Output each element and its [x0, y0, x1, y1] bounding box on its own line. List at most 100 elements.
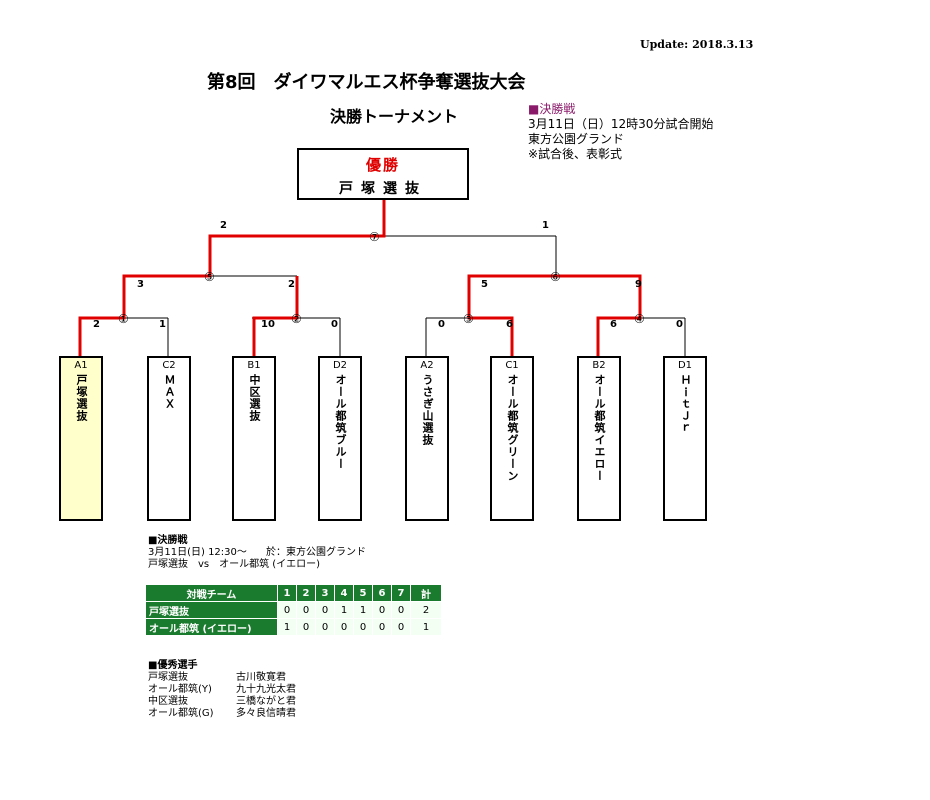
mvp-list: ■優秀選手 戸塚選抜 古川敬寛君 オール都筑(Y) 九十九光太君 中区選抜 三橋ながと… — [148, 660, 296, 720]
team-box-c2: C2 ＭＡＸ — [147, 356, 191, 521]
table-row: オール都筑 (イエロー) 1 0 0 0 0 0 0 1 — [145, 618, 442, 636]
team-code: C2 — [162, 360, 176, 371]
team-code: C1 — [505, 360, 519, 371]
inning-score: 1 — [334, 601, 354, 619]
team-code: D2 — [332, 360, 348, 371]
score-m3-left: 0 — [438, 319, 445, 330]
team-box-c1: C1 オール都筑グリーン — [490, 356, 534, 521]
list-item: オール都筑(G) 多々良信晴君 — [148, 708, 296, 720]
total-score: 2 — [410, 601, 442, 619]
score-m5-left: 3 — [137, 279, 144, 290]
inning-header: 7 — [391, 584, 411, 602]
inning-score: 0 — [391, 618, 411, 636]
score-m6-left: 5 — [481, 279, 488, 290]
square-icon: ■ — [528, 102, 540, 116]
team-name: オール都筑イエロー — [593, 374, 606, 482]
bracket-black-lines — [80, 235, 686, 356]
team-name: ＭＡＸ — [163, 374, 176, 410]
mvp-team: オール都筑(Y) — [148, 684, 212, 695]
inning-header: 5 — [353, 584, 373, 602]
mvp-header: ■優秀選手 — [148, 660, 198, 671]
inning-score: 0 — [296, 601, 316, 619]
team-name: 戸塚選抜 — [75, 374, 88, 422]
team-code: A1 — [74, 360, 88, 371]
inning-header: 2 — [296, 584, 316, 602]
mvp-team: 戸塚選抜 — [148, 672, 188, 683]
final-details-header: ■決勝戦 — [148, 535, 188, 546]
team-box-d1: D1 ＨｉｔＪｒ — [663, 356, 707, 521]
inning-score: 0 — [391, 601, 411, 619]
final-date: 3月11日(日) 12:30〜 — [148, 547, 247, 558]
mvp-player: 九十九光太君 — [236, 684, 296, 695]
match-number-1: ① — [118, 312, 129, 326]
match-number-7: ⑦ — [369, 230, 380, 244]
final-info: ■決勝戦 3月11日（日）12時30分試合開始 東方公園グランド ※試合後、表彰… — [528, 102, 713, 162]
inning-header: 3 — [315, 584, 335, 602]
score-m4-left: 6 — [610, 319, 617, 330]
champion-name: 戸塚選抜 — [339, 181, 427, 197]
team-box-a1: A1 戸塚選抜 — [59, 356, 103, 521]
mvp-player: 三橋ながと君 — [236, 696, 296, 707]
inning-score: 1 — [277, 618, 297, 636]
final-details: ■決勝戦 3月11日(日) 12:30〜 於：東方公園グランド 戸塚選抜 vs … — [148, 535, 366, 571]
mvp-player: 古川敬寛君 — [236, 672, 286, 683]
score-m3-right: 6 — [506, 319, 513, 330]
scoreboard-team: オール都筑 (イエロー) — [145, 618, 278, 636]
final-info-note: ※試合後、表彰式 — [528, 147, 623, 161]
inning-score: 0 — [372, 618, 392, 636]
mvp-team: 中区選抜 — [148, 696, 188, 707]
bracket-winner-lines — [78, 200, 642, 356]
update-date: Update: 2018.3.13 — [640, 38, 754, 51]
table-row: 戸塚選抜 0 0 0 1 1 0 0 2 — [145, 601, 442, 619]
inning-score: 0 — [277, 601, 297, 619]
inning-score: 0 — [315, 601, 335, 619]
team-name: 中区選抜 — [248, 374, 261, 422]
team-code: D1 — [677, 360, 693, 371]
champion-box: 優勝 戸塚選抜 — [297, 148, 469, 200]
list-item: オール都筑(Y) 九十九光太君 — [148, 684, 296, 696]
inning-header: 1 — [277, 584, 297, 602]
score-m2-right: 0 — [331, 319, 338, 330]
team-name: オール都筑ブルー — [334, 374, 347, 470]
score-m7-left: 2 — [220, 220, 227, 231]
inning-score: 1 — [353, 601, 373, 619]
list-item: 中区選抜 三橋ながと君 — [148, 696, 296, 708]
team-code: B2 — [592, 360, 606, 371]
page-subtitle: 決勝トーナメント — [330, 107, 459, 126]
team-box-b2: B2 オール都筑イエロー — [577, 356, 621, 521]
score-m6-right: 9 — [635, 279, 642, 290]
team-box-b1: B1 中区選抜 — [232, 356, 276, 521]
total-score: 1 — [410, 618, 442, 636]
final-info-date: 3月11日（日）12時30分試合開始 — [528, 117, 714, 131]
inning-score: 0 — [334, 618, 354, 636]
mvp-team: オール都筑(G) — [148, 708, 214, 719]
inning-score: 0 — [315, 618, 335, 636]
score-m1-left: 2 — [93, 319, 100, 330]
score-m4-right: 0 — [676, 319, 683, 330]
inning-header: 4 — [334, 584, 354, 602]
team-name: ＨｉｔＪｒ — [679, 374, 692, 434]
inning-score: 0 — [372, 601, 392, 619]
score-m2-left: 10 — [261, 319, 275, 330]
team-code: A2 — [420, 360, 434, 371]
match-number-4: ④ — [634, 312, 645, 326]
team-code: B1 — [247, 360, 261, 371]
mvp-player: 多々良信晴君 — [236, 708, 296, 719]
champion-label: 優勝 — [365, 156, 400, 174]
score-m1-right: 1 — [159, 319, 166, 330]
inning-score: 0 — [353, 618, 373, 636]
match-number-5: ⑤ — [204, 270, 215, 284]
match-number-3: ③ — [463, 312, 474, 326]
page-title: 第8回 ダイワマルエス杯争奪選抜大会 — [207, 72, 526, 93]
team-box-d2: D2 オール都筑ブルー — [318, 356, 362, 521]
total-header: 計 — [410, 584, 442, 602]
team-name: オール都筑グリーン — [506, 374, 519, 482]
team-name: うさぎ山選抜 — [421, 374, 434, 446]
score-m7-right: 1 — [542, 220, 549, 231]
match-number-2: ② — [291, 312, 302, 326]
inning-header: 6 — [372, 584, 392, 602]
final-venue: 於：東方公園グランド — [265, 547, 366, 558]
scoreboard-team: 戸塚選抜 — [145, 601, 278, 619]
final-info-venue: 東方公園グランド — [528, 132, 625, 146]
scoreboard-team-header: 対戦チーム — [145, 584, 278, 602]
